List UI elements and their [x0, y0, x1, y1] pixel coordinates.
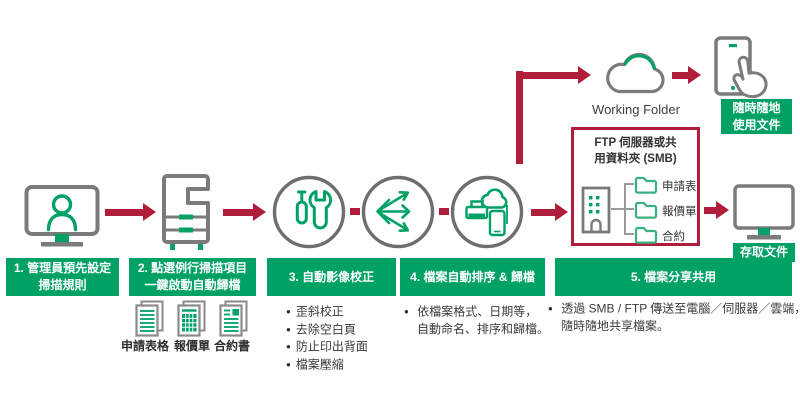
step3-detail-text: 防止印出背面 [295, 339, 368, 354]
step1-line1: 1. 管理員預先設定 [13, 261, 112, 276]
ftp-connector [626, 208, 634, 210]
arrow-bar [704, 206, 716, 214]
step4-detail-item: 依檔案格式、日期等， 自動命名、排序和歸檔。 [404, 303, 549, 338]
arrow-cloud-to-mobile [672, 66, 701, 84]
mfp-printer-icon [159, 173, 217, 253]
folder-icon [634, 175, 658, 194]
folder-label: 申請表 [662, 181, 697, 193]
step3-detail-list: 歪斜校正 去除空白頁 防止印出背面 檔案壓縮 [286, 303, 368, 373]
step1-banner: 1. 管理員預先設定 掃描規則 [6, 258, 119, 296]
step2-line1: 2. 點選例行掃描項目 [137, 261, 248, 276]
tools-icon [272, 175, 346, 249]
devices-cloud-icon [450, 175, 524, 249]
arrow-bar [531, 208, 555, 216]
server-building-icon [581, 186, 611, 234]
access-monitor-icon [733, 184, 795, 242]
document-icon-quotation [177, 300, 207, 338]
ftp-connector [624, 183, 626, 235]
step4-detail-line1: 依檔案格式、日期等， [417, 304, 538, 319]
folder-icon [634, 200, 658, 219]
step3-detail-item: 檔案壓縮 [286, 356, 368, 374]
step4-line1: 4. 檔案自動排序 & 歸檔 [410, 269, 535, 284]
step3-detail-text: 歪斜校正 [295, 304, 344, 319]
document-label: 申請表格 [120, 339, 169, 353]
folder-label: 合約 [662, 231, 685, 243]
ftp-box-title: FTP 伺服器或共 用資料夾 (SMB) [574, 136, 697, 167]
arrow-head [578, 66, 591, 84]
step1-line2: 掃描規則 [38, 278, 87, 292]
document-label: 報價單 [173, 339, 210, 353]
arrow-bar [105, 208, 143, 216]
arrow-head [688, 66, 701, 84]
step3-banner: 3. 自動影像校正 [267, 258, 396, 296]
arrow-bar [516, 71, 578, 79]
step3-detail-item: 防止印出背面 [286, 338, 368, 356]
arrow-ftp-pc [704, 201, 729, 219]
step5-banner: 5. 檔案分享共用 [555, 258, 792, 296]
working-folder-label: Working Folder [592, 102, 680, 117]
distribute-icon [361, 175, 435, 249]
access-badge: 存取文件 [733, 243, 795, 262]
ftp-box-title-line1: FTP 伺服器或共 [594, 137, 677, 149]
document-icon-application [135, 300, 165, 338]
mobile-touch-icon [704, 36, 782, 102]
folder-label: 報價單 [662, 206, 697, 218]
mobile-badge-line1: 隨時隨地 [732, 101, 781, 116]
connector-dash [350, 208, 360, 215]
arrow-step2-step3 [223, 203, 266, 221]
step3-line1: 3. 自動影像校正 [288, 269, 375, 284]
step3-detail-text: 去除空白頁 [295, 322, 356, 336]
document-label: 合約書 [213, 339, 250, 353]
ftp-connector [611, 208, 624, 210]
step4-detail-line2: 自動命名、排序和歸檔。 [417, 321, 550, 336]
ftp-box-title-line2: 用資料夾 (SMB) [594, 152, 677, 165]
arrow-bar [672, 71, 688, 79]
step2-banner: 2. 點選例行掃描項目 一鍵啟動自動歸檔 [129, 258, 256, 296]
arrow-to-cloud [516, 66, 591, 84]
arrow-head [716, 201, 729, 219]
step3-detail-text: 檔案壓縮 [295, 357, 344, 371]
ftp-server-box: FTP 伺服器或共 用資料夾 (SMB) [571, 127, 700, 246]
branch-up-arrow-line [516, 71, 523, 164]
step5-line1: 5. 檔案分享共用 [630, 269, 717, 284]
arrow-step4-ftp [531, 203, 568, 221]
ftp-connector [626, 233, 634, 235]
step5-detail-line1: 透過 SMB / FTP 傳送至電腦／伺服器／雲端， [561, 301, 800, 316]
admin-monitor-icon [24, 184, 100, 248]
step5-detail-line2: 隨時隨地共享檔案。 [561, 318, 670, 333]
step3-detail-item: 去除空白頁 [286, 321, 368, 339]
connector-dash [439, 208, 449, 215]
ftp-connector [626, 183, 634, 185]
arrow-bar [223, 208, 253, 216]
arrow-head [555, 203, 568, 221]
mobile-badge: 隨時隨地 使用文件 [721, 99, 792, 134]
step5-detail-item: 透過 SMB / FTP 傳送至電腦／伺服器／雲端， 隨時隨地共享檔案。 [548, 300, 800, 335]
document-icon-contract [219, 300, 249, 338]
step4-banner: 4. 檔案自動排序 & 歸檔 [400, 258, 545, 296]
arrow-head [253, 203, 266, 221]
step3-detail-item: 歪斜校正 [286, 303, 368, 321]
step4-detail-list: 依檔案格式、日期等， 自動命名、排序和歸檔。 [404, 303, 549, 338]
arrow-step1-step2 [105, 203, 156, 221]
access-badge-label: 存取文件 [739, 245, 788, 260]
folder-icon [634, 225, 658, 244]
step5-detail-list: 透過 SMB / FTP 傳送至電腦／伺服器／雲端， 隨時隨地共享檔案。 [548, 300, 800, 335]
step2-line2: 一鍵啟動自動歸檔 [144, 278, 241, 292]
mobile-badge-line2: 使用文件 [732, 117, 781, 132]
arrow-head [143, 203, 156, 221]
working-folder-cloud-icon [602, 48, 670, 100]
